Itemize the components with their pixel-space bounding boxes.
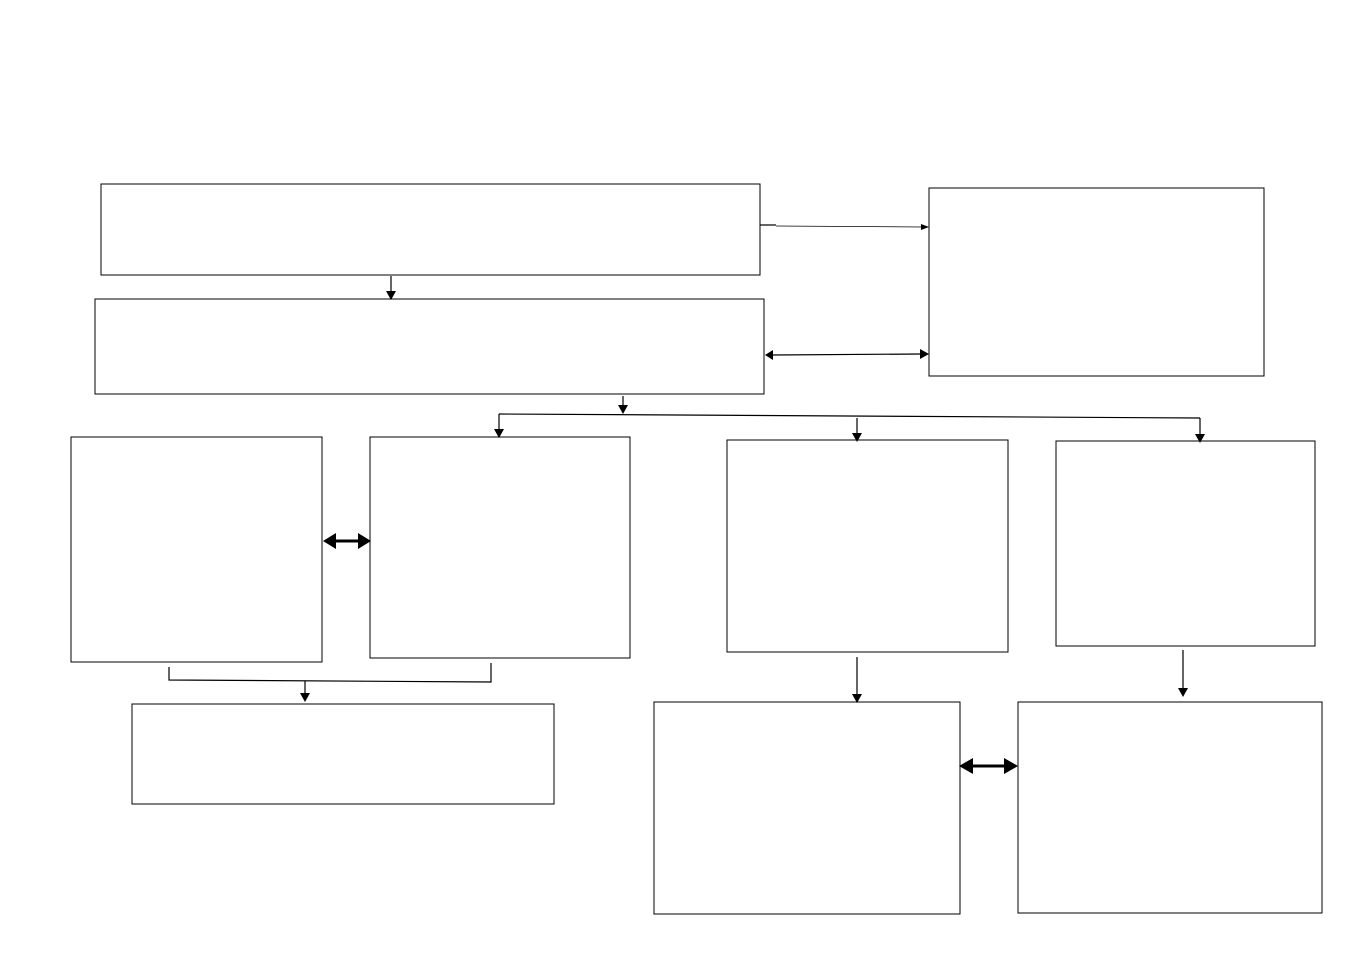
- node-second-main: [94, 298, 765, 395]
- arrow-second-down: [618, 396, 628, 414]
- node-bottom-left: [131, 703, 555, 805]
- bold-double-arrow-left-cols: [323, 533, 371, 549]
- node-right-col-2: [1055, 440, 1316, 647]
- node-right-col-1: [726, 439, 1009, 653]
- arrow-branch-to-left-col-2: [494, 414, 504, 438]
- arrow-top-to-right-side: [760, 224, 929, 230]
- node-top-main: [100, 183, 761, 276]
- node-left-col-1: [70, 436, 323, 663]
- arrow-branch-to-right-col-1: [852, 418, 862, 442]
- arrow-branch-to-right-col-2: [1195, 418, 1205, 443]
- node-bottom-mid: [653, 701, 961, 915]
- bold-double-arrow-bottom: [959, 758, 1018, 774]
- arrow-right-col-1-to-bottom-mid: [852, 657, 862, 703]
- node-right-side: [928, 187, 1265, 377]
- node-bottom-right: [1017, 701, 1323, 914]
- arrow-top-to-second: [386, 276, 396, 300]
- node-left-col-2: [369, 436, 631, 659]
- merge-to-bottom-left: [168, 663, 492, 702]
- double-arrow-second-right-side: [765, 349, 929, 360]
- arrow-right-col-2-to-bottom-right: [1178, 650, 1188, 697]
- branch-line: [498, 413, 1201, 419]
